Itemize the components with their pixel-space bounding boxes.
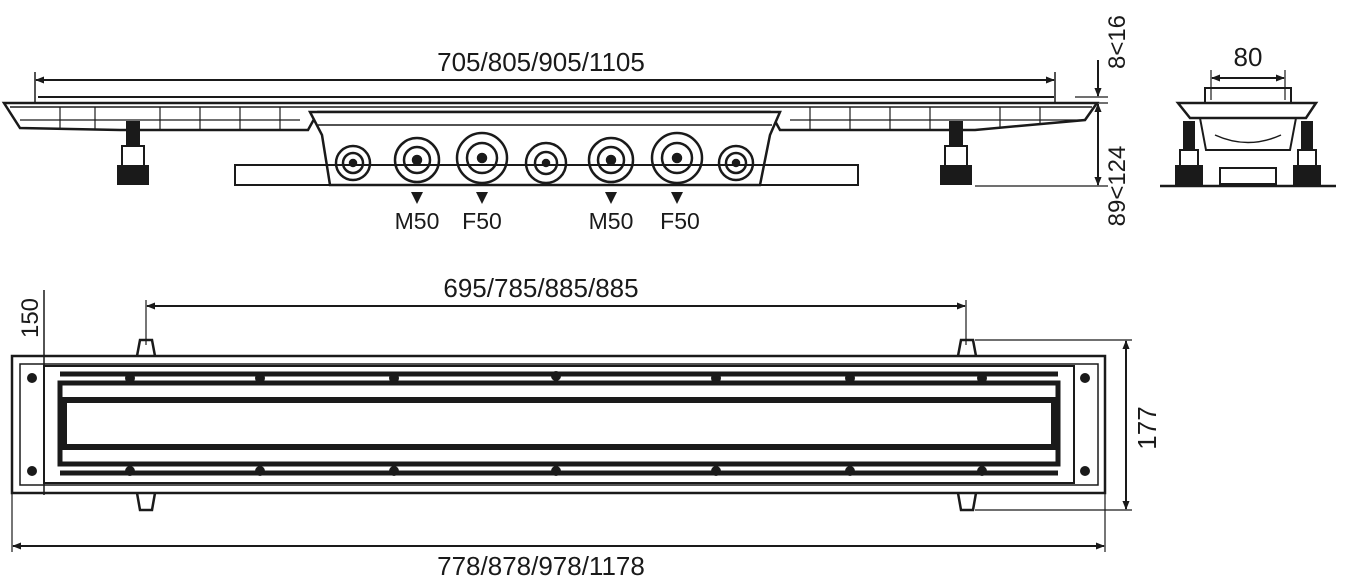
grate-slot bbox=[61, 397, 1057, 450]
side-view bbox=[1, 60, 1108, 204]
overall-width-label: 177 bbox=[1132, 406, 1162, 449]
outlet-6 bbox=[650, 131, 704, 185]
outlet-1 bbox=[334, 144, 372, 182]
outlet-7 bbox=[717, 144, 755, 182]
end-view-foot-left bbox=[1175, 121, 1203, 185]
outlet-label-1: M50 bbox=[395, 208, 440, 234]
height-dimension-label: 89<124 bbox=[1104, 146, 1131, 227]
end-view-foot-right bbox=[1293, 121, 1321, 185]
end-view bbox=[1160, 70, 1336, 188]
outlet-4 bbox=[524, 141, 568, 185]
inner-dimension-label: 695/785/885/885 bbox=[443, 273, 638, 303]
flange-frame bbox=[19, 363, 1099, 486]
plan-foot-tabs bbox=[135, 338, 978, 512]
outlet-label-4: F50 bbox=[660, 208, 700, 234]
channel-frame bbox=[43, 365, 1075, 484]
outer-frame bbox=[10, 354, 1107, 495]
adjustable-foot-right bbox=[940, 121, 972, 185]
outlet-pointers bbox=[411, 192, 683, 204]
fixing-holes bbox=[27, 371, 1090, 476]
outlet-label-2: F50 bbox=[462, 208, 502, 234]
outlet-ports bbox=[334, 131, 755, 185]
outlet-label-3: M50 bbox=[589, 208, 634, 234]
top-dimension-label: 8<16 bbox=[1104, 15, 1131, 69]
outlet-3 bbox=[455, 131, 509, 185]
length-dimension-label: 705/805/905/1105 bbox=[437, 47, 645, 77]
end-width-label: 80 bbox=[1234, 42, 1263, 72]
plan-view bbox=[10, 290, 1132, 552]
width-dimension-label: 150 bbox=[17, 298, 44, 338]
end-view-body bbox=[1175, 101, 1319, 120]
grate-frame bbox=[57, 380, 1061, 467]
outlet-5 bbox=[587, 136, 635, 184]
adjustable-foot-left bbox=[117, 121, 149, 185]
outlet-2 bbox=[393, 136, 441, 184]
overall-length-label: 778/878/978/1178 bbox=[437, 551, 645, 581]
